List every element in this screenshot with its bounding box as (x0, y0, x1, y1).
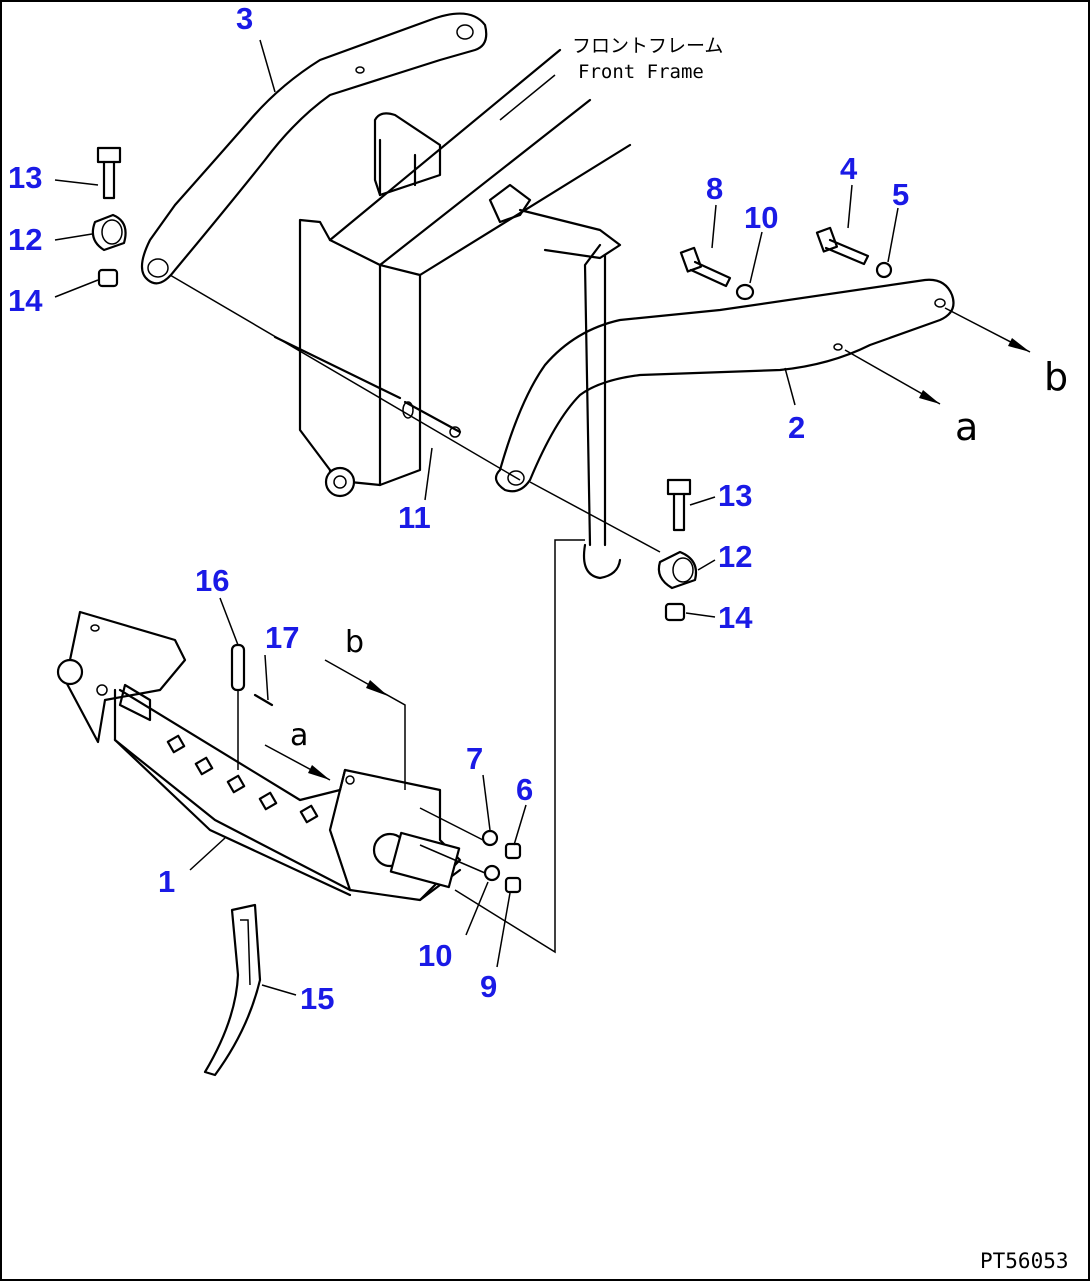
link-arm-part-3 (140, 12, 488, 285)
washer-part-5 (875, 261, 893, 279)
nut-part-14-left (97, 268, 119, 288)
callout-part-7: 7 (466, 741, 483, 776)
assembly-line-bolt-10 (419, 844, 486, 874)
bushing-part-12-right (657, 550, 698, 590)
ref-letter-b-lower: b (345, 625, 364, 660)
callout-part-5: 5 (892, 177, 909, 212)
callout-part-3: 3 (236, 1, 253, 36)
callout-part-13-right: 13 (718, 478, 752, 513)
washer-part-10-bottom (483, 864, 501, 882)
callout-part-10-bottom: 10 (418, 938, 452, 973)
frame-label-japanese: フロントフレーム (572, 35, 723, 57)
ripper-frame-part-1 (56, 610, 462, 902)
callout-leaders (54, 39, 899, 996)
bolt-part-4 (815, 226, 870, 266)
washer-part-7 (481, 829, 499, 847)
frame-label-english: Front Frame (578, 61, 704, 83)
callout-part-4: 4 (840, 151, 858, 186)
assembly-line-lower (529, 481, 661, 553)
assembly-line-bolt-7 (419, 807, 484, 841)
reference-arrow-b-upper (944, 307, 1031, 353)
callout-part-12-right: 12 (718, 539, 752, 574)
callout-part-9: 9 (480, 969, 497, 1004)
callout-part-14-left: 14 (8, 283, 43, 318)
reference-arrow-a-lower (264, 744, 331, 781)
callout-part-17: 17 (265, 620, 299, 655)
tooth-part-15 (203, 903, 262, 1077)
nut-part-14-right (664, 602, 686, 622)
callout-part-13-left: 13 (8, 160, 42, 195)
nut-part-9 (504, 876, 522, 894)
bolt-part-8 (679, 246, 732, 288)
ref-letter-a-lower: a (290, 718, 308, 753)
callout-part-11: 11 (398, 500, 431, 535)
callout-part-6: 6 (516, 772, 533, 807)
bushing-part-12-left (91, 213, 127, 252)
washer-part-10-top (735, 283, 755, 301)
bolt-part-13-right (666, 478, 692, 532)
clip-part-17 (253, 693, 274, 707)
frame-label-leader (499, 74, 556, 121)
reference-arrow-a-upper (844, 349, 941, 405)
pin-part-16 (230, 643, 246, 770)
callout-part-8: 8 (706, 171, 723, 206)
lift-arm-part-2 (494, 278, 955, 493)
ref-letter-a-upper: a (955, 405, 978, 449)
callout-part-16: 16 (195, 563, 229, 598)
front-frame (298, 48, 632, 580)
ref-letter-b-upper: b (1044, 355, 1068, 399)
callout-part-10-top: 10 (744, 200, 778, 235)
pin-part-11 (273, 335, 462, 438)
assembly-line-upper (169, 274, 521, 481)
figure-code: PT56053 (980, 1249, 1069, 1273)
callout-part-2: 2 (788, 410, 805, 445)
reference-arrow-b-lower (324, 659, 406, 790)
bolt-part-13-left (96, 146, 122, 200)
callout-part-15: 15 (300, 981, 334, 1016)
callout-part-14-right: 14 (718, 600, 753, 635)
callout-part-1: 1 (158, 864, 175, 899)
nut-part-6 (504, 842, 522, 860)
callout-part-12-left: 12 (8, 222, 42, 257)
